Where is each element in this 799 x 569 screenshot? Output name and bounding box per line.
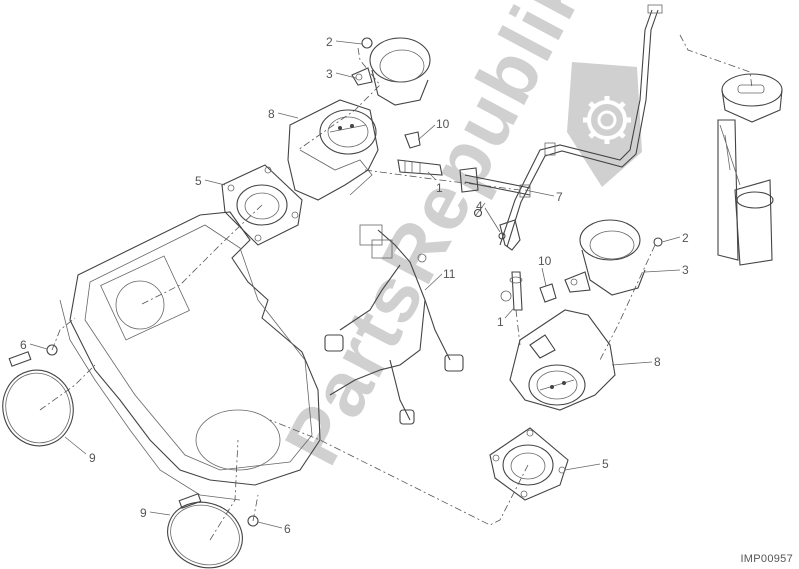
callout-1-upper: 1	[436, 181, 443, 195]
watermark: PartsRepublik	[267, 0, 642, 478]
nut-lower	[653, 237, 663, 247]
diagram-reference-code: IMP00957	[740, 553, 793, 565]
assembly-lines	[39, 34, 753, 541]
screw-4b	[498, 232, 506, 240]
callout-5-upper: 5	[195, 174, 202, 188]
callout-2-lower: 2	[682, 231, 689, 245]
callout-9-lower: 9	[140, 506, 147, 520]
nut-upper	[361, 37, 373, 49]
callout-4: 4	[476, 199, 483, 213]
callout-10-lower: 10	[538, 254, 552, 268]
callout-11: 11	[443, 267, 456, 281]
intake-manifold-lower	[489, 427, 569, 501]
callout-3-lower: 3	[682, 263, 689, 277]
wiring-harness	[324, 224, 464, 425]
injector-lower	[499, 219, 557, 311]
air-funnel-upper	[351, 37, 431, 106]
airbox-housing	[59, 211, 321, 501]
screw-4a	[473, 208, 483, 218]
callout-1-lower: 1	[497, 315, 504, 329]
callout-8-lower: 8	[654, 355, 661, 369]
intake-manifold-upper	[221, 164, 303, 246]
callout-10-upper: 10	[436, 117, 450, 131]
hose-clamp-lower	[167, 493, 243, 569]
fuel-pump	[717, 73, 783, 266]
svg-text:PartsRepublik: PartsRepublik	[267, 0, 603, 478]
hose-clamp-upper	[2, 351, 74, 447]
screw-lower	[247, 515, 259, 527]
air-funnel-lower	[564, 219, 646, 296]
throttle-body-upper	[287, 99, 379, 201]
gear-icon	[567, 62, 642, 187]
callout-8-upper: 8	[268, 107, 275, 121]
callout-2-upper: 2	[326, 35, 333, 49]
callout-3-upper: 3	[326, 67, 333, 81]
callout-5-lower: 5	[602, 457, 609, 471]
throttle-body-lower	[509, 309, 616, 411]
screw-upper	[46, 344, 58, 356]
callout-9-upper: 9	[89, 451, 96, 465]
callout-7: 7	[556, 190, 563, 204]
injector-upper	[397, 131, 443, 176]
callout-6-upper: 6	[20, 338, 27, 352]
leader-lines	[29, 40, 681, 529]
callout-6-lower: 6	[284, 522, 291, 536]
